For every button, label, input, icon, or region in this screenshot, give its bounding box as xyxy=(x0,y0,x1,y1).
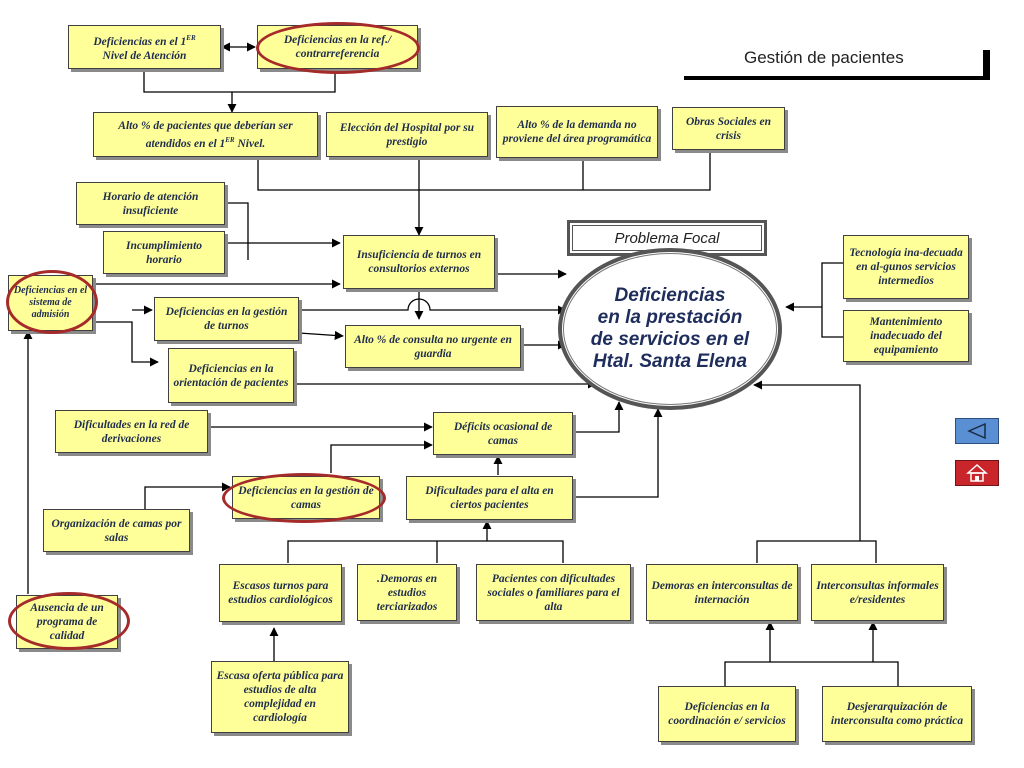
highlight-ring xyxy=(8,592,130,650)
box-alto-demanda-text: Alto % de la demanda no proviene del áre… xyxy=(502,119,652,145)
box-eleccion-hospital: Elección del Hospital por su prestigio xyxy=(326,112,488,157)
box-dificultades-red: Dificultades en la red de derivaciones xyxy=(55,410,208,453)
box-insuficiencia-turnos-text: Insuficiencia de turnos en consultorios … xyxy=(356,249,482,275)
box-dificultades-alta: Dificultades para el alta en ciertos pac… xyxy=(406,476,573,520)
focal-line: de servicios en el xyxy=(590,329,750,350)
box-interconsultas-informales: Interconsultas informales e/residentes xyxy=(811,564,944,621)
box-demoras-interconsultas-text: Demoras en interconsultas de internación xyxy=(651,579,793,606)
highlight-ring xyxy=(256,22,420,74)
focal-problem-ellipse: Deficiencias en la prestación de servici… xyxy=(558,248,782,410)
box-demoras-interconsultas: Demoras en interconsultas de internación xyxy=(646,564,798,621)
box-tecnologia-text: Tecnología ina-decuada en al-gunos servi… xyxy=(849,247,963,287)
box-obras-sociales: Obras Sociales en crisis xyxy=(672,107,785,150)
page-title: Gestión de pacientes xyxy=(744,48,904,67)
box-incumplimiento-horario: Incumplimiento horario xyxy=(103,231,225,274)
box-horario-insuficiente-text: Horario de atención insuficiente xyxy=(102,190,199,217)
house-icon xyxy=(966,463,988,482)
focal-problem-text: Deficiencias en la prestación de servici… xyxy=(563,253,777,405)
box-organizacion-camas: Organización de camas por salas xyxy=(43,509,190,552)
highlight-ring xyxy=(6,270,98,334)
box-def-orientacion: Deficiencias en la orientación de pacien… xyxy=(168,348,294,403)
box-demoras-estudios: .Demoras en estudios terciarizados xyxy=(357,564,457,621)
focal-line: Htal. Santa Elena xyxy=(592,351,748,372)
box-insuficiencia-turnos: Insuficiencia de turnos en consultorios … xyxy=(343,235,495,289)
box-organizacion-camas-text: Organización de camas por salas xyxy=(51,517,182,544)
focal-line: Deficiencias xyxy=(614,285,726,306)
focal-line: en la prestación xyxy=(597,307,743,328)
box-alto-consulta: Alto % de consulta no urgente en guardia xyxy=(345,325,521,368)
box-incumplimiento-horario-text: Incumplimiento horario xyxy=(125,239,203,266)
box-demoras-estudios-text: .Demoras en estudios terciarizados xyxy=(376,572,438,613)
box-def-orientacion-text: Deficiencias en la orientación de pacien… xyxy=(173,362,289,389)
box-def-coordinacion: Deficiencias en la coordinación e/ servi… xyxy=(658,686,796,742)
box-horario-insuficiente: Horario de atención insuficiente xyxy=(76,182,225,225)
box-alto-consulta-text: Alto % de consulta no urgente en guardia xyxy=(354,333,512,360)
box-escasos-turnos-text: Escasos turnos para estudios cardiológic… xyxy=(228,580,333,606)
box-alto-demanda: Alto % de la demanda no proviene del áre… xyxy=(496,106,658,158)
box-obras-sociales-text: Obras Sociales en crisis xyxy=(686,115,771,142)
box-alto-pacientes: Alto % de pacientes que deberían ser ate… xyxy=(93,112,318,157)
title-underline xyxy=(684,76,990,80)
title-bracket xyxy=(983,50,990,80)
box-deficits-camas-text: Déficits ocasional de camas xyxy=(453,420,553,447)
triangle-left-icon xyxy=(967,422,986,440)
box-mantenimiento: Mantenimiento inadecuado del equipamient… xyxy=(843,310,969,362)
back-button[interactable] xyxy=(955,418,999,444)
box-alto-pacientes-text: Alto % de pacientes que deberían ser ate… xyxy=(118,119,293,150)
box-eleccion-hospital-text: Elección del Hospital por su prestigio xyxy=(339,121,475,148)
box-dificultades-red-text: Dificultades en la red de derivaciones xyxy=(73,418,190,445)
home-button[interactable] xyxy=(955,460,999,486)
box-desjerarquizacion-text: Desjerarquización de interconsulta como … xyxy=(830,701,964,727)
box-def-gestion-turnos: Deficiencias en la gestión de turnos xyxy=(154,297,299,341)
box-pacientes-dificultades-text: Pacientes con dificultades sociales o fa… xyxy=(487,572,620,613)
box-pacientes-dificultades: Pacientes con dificultades sociales o fa… xyxy=(476,564,631,621)
box-escasa-oferta: Escasa oferta pública para estudios de a… xyxy=(211,661,349,733)
highlight-ring xyxy=(222,473,386,523)
box-desjerarquizacion: Desjerarquización de interconsulta como … xyxy=(822,686,972,742)
box-interconsultas-informales-text: Interconsultas informales e/residentes xyxy=(816,579,939,606)
box-deficits-camas: Déficits ocasional de camas xyxy=(433,412,573,455)
box-dificultades-alta-text: Dificultades para el alta en ciertos pac… xyxy=(425,485,554,511)
box-def-gestion-turnos-text: Deficiencias en la gestión de turnos xyxy=(165,306,288,332)
box-tecnologia: Tecnología ina-decuada en al-gunos servi… xyxy=(843,235,969,299)
box-def-coordinacion-text: Deficiencias en la coordinación e/ servi… xyxy=(668,701,786,727)
box-mantenimiento-text: Mantenimiento inadecuado del equipamient… xyxy=(869,316,943,356)
box-escasos-turnos: Escasos turnos para estudios cardiológic… xyxy=(219,564,342,622)
box-escasa-oferta-text: Escasa oferta pública para estudios de a… xyxy=(216,670,344,724)
